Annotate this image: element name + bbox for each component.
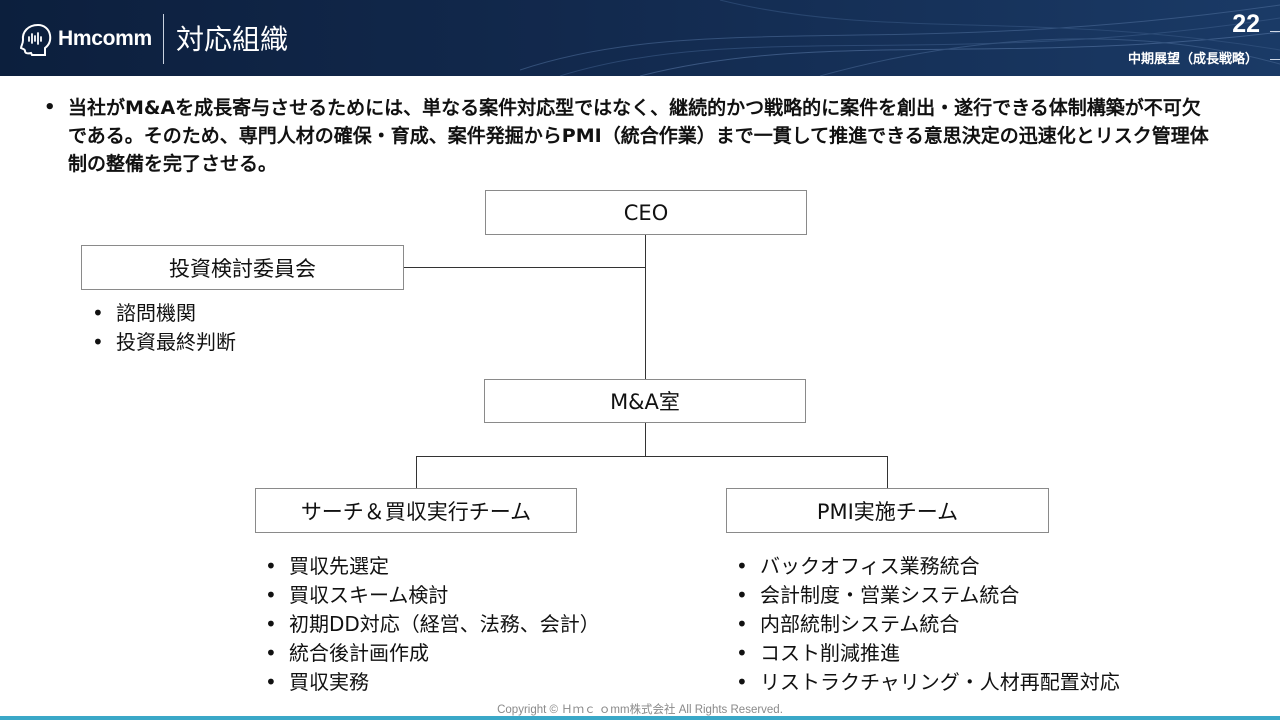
committee-list: 諮問機関 投資最終判断	[86, 299, 236, 357]
list-item: バックオフィス業務統合	[730, 552, 1120, 581]
list-item: 諮問機関	[86, 299, 236, 328]
page-number: 22	[1232, 10, 1260, 38]
pmi-team-box: PMI実施チーム	[726, 488, 1049, 533]
hmcomm-head-logo-icon	[19, 23, 52, 56]
logo-wordmark: Hmcomm	[58, 27, 152, 50]
intro-text: 当社がM&Aを成長寄与させるためには、単なる案件対応型ではなく、継続的かつ戦略的…	[68, 97, 1209, 175]
ceo-box: CEO	[485, 190, 807, 235]
bottom-accent-bar	[0, 716, 1280, 720]
header-decoration	[520, 0, 1280, 76]
search-team-list: 買収先選定 買収スキーム検討 初期DD対応（経営、法務、会計） 統合後計画作成 …	[259, 552, 600, 697]
copyright-text: Copyright © Ｈｍｃ ｏmm株式会社 All Rights Reser…	[497, 704, 783, 716]
intro-bullet: •	[44, 97, 56, 118]
company-logo: Hmcomm	[18, 22, 152, 56]
search-team-box: サーチ＆買収実行チーム	[255, 488, 577, 533]
connector-team-bar	[416, 456, 888, 457]
pmi-team-list: バックオフィス業務統合 会計制度・営業システム統合 内部統制システム統合 コスト…	[730, 552, 1120, 697]
slide-header: Hmcomm 対応組織 22 中期展望（成長戦略）	[0, 0, 1280, 76]
list-item: リストラクチャリング・人材再配置対応	[730, 668, 1120, 697]
page-title: 対応組織	[176, 23, 289, 56]
intro-paragraph: • 当社がM&Aを成長寄与させるためには、単なる案件対応型ではなく、継続的かつ戦…	[44, 94, 1244, 178]
list-item: 初期DD対応（経営、法務、会計）	[259, 610, 600, 639]
header-divider	[163, 14, 164, 64]
connector-committee	[404, 267, 646, 268]
list-item: 買収先選定	[259, 552, 600, 581]
connector-pmi-team	[887, 456, 888, 488]
committee-box: 投資検討委員会	[81, 245, 404, 290]
connector-ma-down	[645, 423, 646, 456]
ma-office-box: M&A室	[484, 379, 806, 423]
list-item: 内部統制システム統合	[730, 610, 1120, 639]
list-item: 投資最終判断	[86, 328, 236, 357]
connector-ceo-ma	[645, 235, 646, 379]
list-item: コスト削減推進	[730, 639, 1120, 668]
deco-dash	[1270, 31, 1280, 32]
section-label: 中期展望（成長戦略）	[1127, 52, 1258, 67]
list-item: 会計制度・営業システム統合	[730, 581, 1120, 610]
list-item: 統合後計画作成	[259, 639, 600, 668]
deco-dash	[1270, 59, 1280, 60]
connector-search-team	[416, 456, 417, 488]
list-item: 買収スキーム検討	[259, 581, 600, 610]
list-item: 買収実務	[259, 668, 600, 697]
